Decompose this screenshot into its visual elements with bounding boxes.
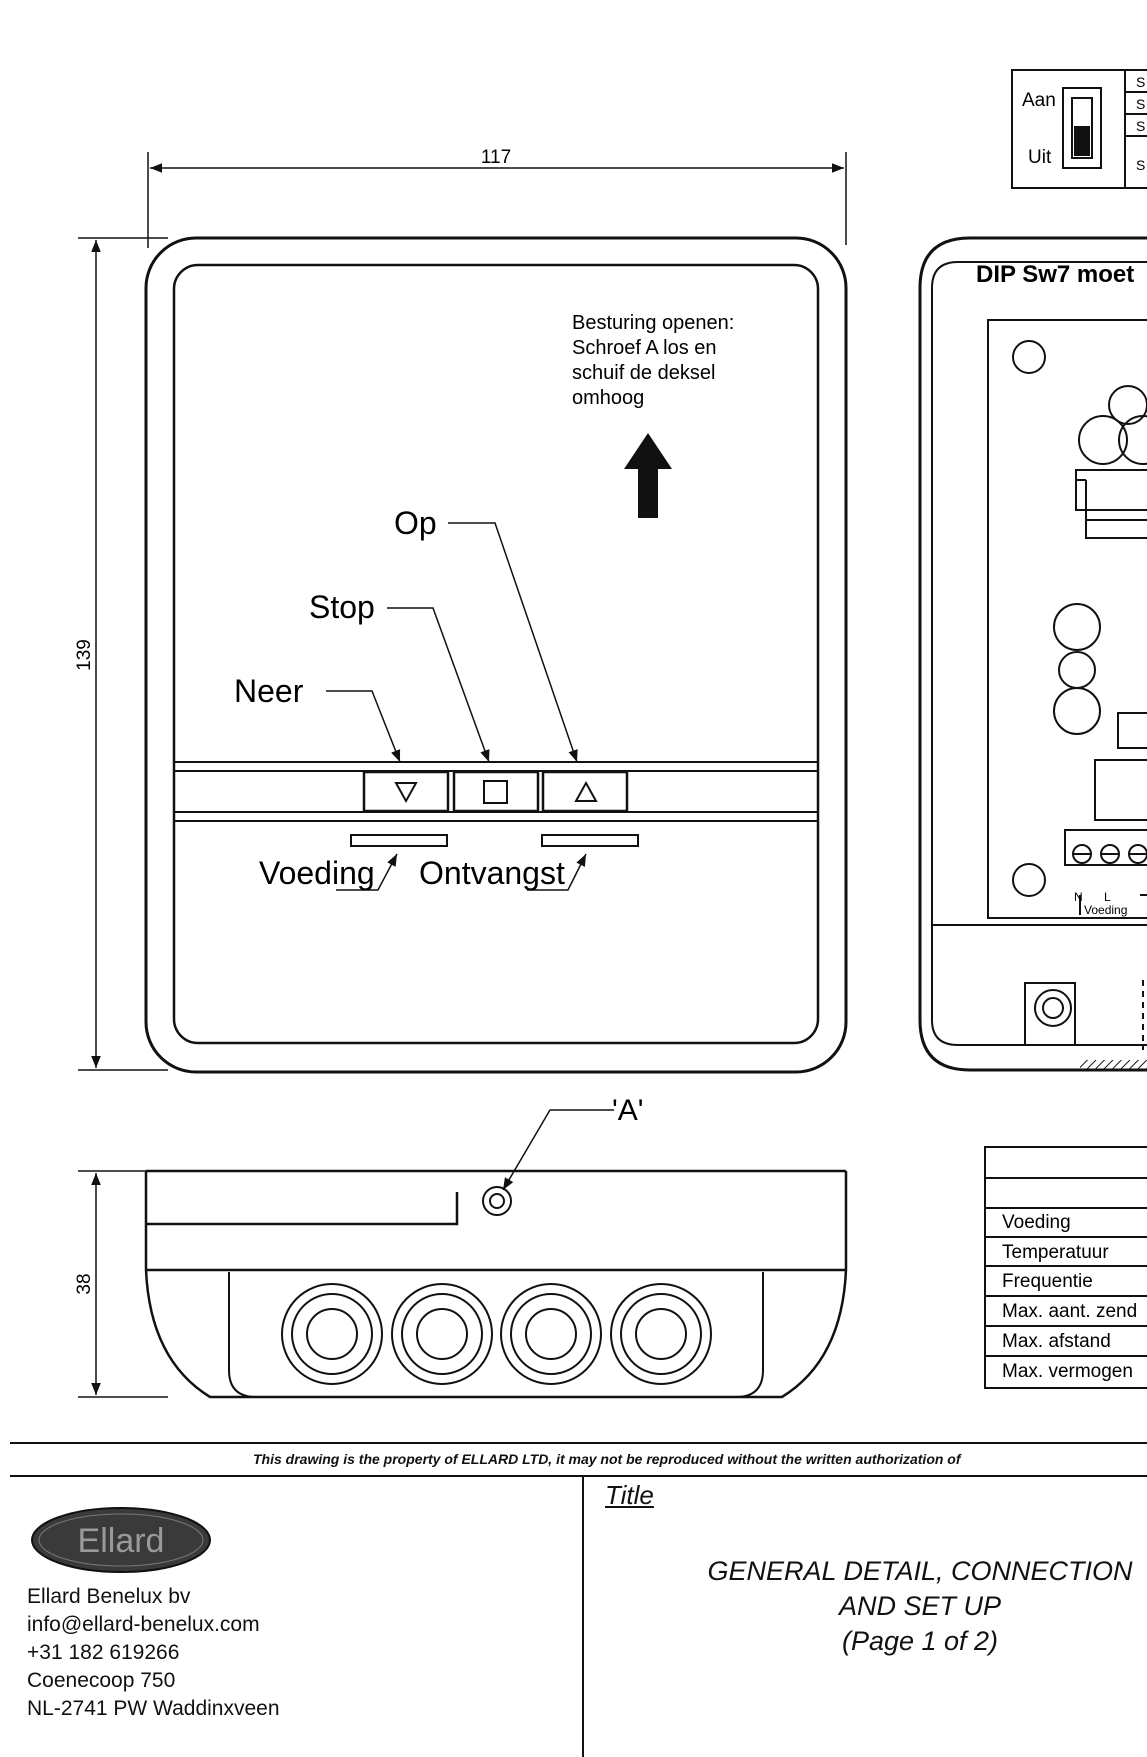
svg-text:Ellard: Ellard (78, 1522, 165, 1560)
label-voeding: Voeding (259, 855, 375, 891)
switch-off-label: Uit (1028, 147, 1052, 168)
label-op: Op (394, 505, 437, 541)
instructions: Besturing openen: Schroef A los en schui… (572, 312, 734, 409)
spec-row-label: Max. afstand (1002, 1331, 1111, 1352)
spec-table (984, 1146, 1147, 1389)
front-view (78, 152, 848, 1074)
instruction-line: Schroef A los en (572, 337, 717, 359)
instruction-line: schuif de deksel (572, 362, 715, 384)
triangle-down-icon (394, 782, 418, 804)
title-line: GENERAL DETAIL, CONNECTION (707, 1556, 1133, 1586)
company-city: NL-2741 PW Waddinxveen (27, 1697, 280, 1720)
dip-note: DIP Sw7 moet (976, 261, 1134, 288)
terminal-l: L (1104, 890, 1111, 904)
switch-col-label: S (1136, 157, 1145, 173)
width-dimension: 117 (481, 147, 511, 168)
arrow-up-icon (624, 433, 672, 518)
spec-row-label: Temperatuur (1002, 1242, 1109, 1263)
triangle-up-icon (574, 780, 598, 802)
title-line: (Page 1 of 2) (841, 1626, 999, 1656)
instruction-line: Besturing openen: (572, 312, 734, 334)
switch-col-label: S (1136, 96, 1145, 112)
screw-label: 'A' (612, 1094, 643, 1127)
title-text: GENERAL DETAIL, CONNECTION AND SET UP (P… (620, 1554, 1147, 1659)
height-dimension: 139 (74, 639, 95, 671)
title-line: AND SET UP (838, 1591, 1002, 1621)
switch-col-label: S (1136, 74, 1145, 90)
led-receive (541, 834, 639, 847)
title-block-frame (10, 1442, 1147, 1757)
copyright-note: This drawing is the property of ELLARD L… (0, 1445, 1147, 1473)
switch-col-label: S (1136, 118, 1145, 134)
company-name: Ellard Benelux bv (27, 1585, 191, 1608)
internal-view (918, 236, 1147, 1072)
spec-labels: Voeding Temperatuur Frequentie Max. aant… (1002, 1212, 1137, 1382)
screw-a (482, 1186, 512, 1216)
square-stop-icon (483, 780, 508, 804)
switch-column: S S S S (1136, 74, 1145, 173)
up-button[interactable] (541, 770, 629, 813)
side-view (78, 1109, 848, 1399)
label-ontvangst: Ontvangst (419, 855, 565, 891)
stop-button[interactable] (452, 770, 540, 813)
company-info: Ellard Benelux bv info@ellard-benelux.co… (27, 1583, 280, 1723)
company-email[interactable]: info@ellard-benelux.com (27, 1613, 260, 1636)
depth-dimension: 38 (74, 1273, 95, 1294)
title-label: Title (605, 1480, 654, 1510)
cable-glands (281, 1283, 712, 1385)
spec-row-label: Max. vermogen (1002, 1361, 1133, 1382)
spec-row-label: Frequentie (1002, 1271, 1093, 1292)
label-neer: Neer (234, 673, 304, 709)
company-street: Coenecoop 750 (27, 1669, 176, 1692)
terminal-n: N (1074, 890, 1083, 904)
company-phone: +31 182 619266 (27, 1641, 180, 1664)
switch-box (1011, 69, 1147, 189)
spec-row-label: Max. aant. zend (1002, 1301, 1137, 1322)
switch-on-label: Aan (1022, 90, 1056, 111)
circuit-board (987, 319, 1147, 919)
led-power (350, 834, 448, 847)
label-stop: Stop (309, 589, 375, 625)
down-button[interactable] (362, 770, 450, 813)
terminal-block (1064, 829, 1147, 866)
spec-row-label: Voeding (1002, 1212, 1071, 1233)
copyright-text: This drawing is the property of ELLARD L… (253, 1451, 961, 1467)
instruction-line: omhoog (572, 387, 644, 409)
terminal-voeding: Voeding (1084, 903, 1127, 917)
toggle-switch[interactable] (1062, 87, 1102, 169)
ellard-logo: Ellard (31, 1507, 211, 1573)
